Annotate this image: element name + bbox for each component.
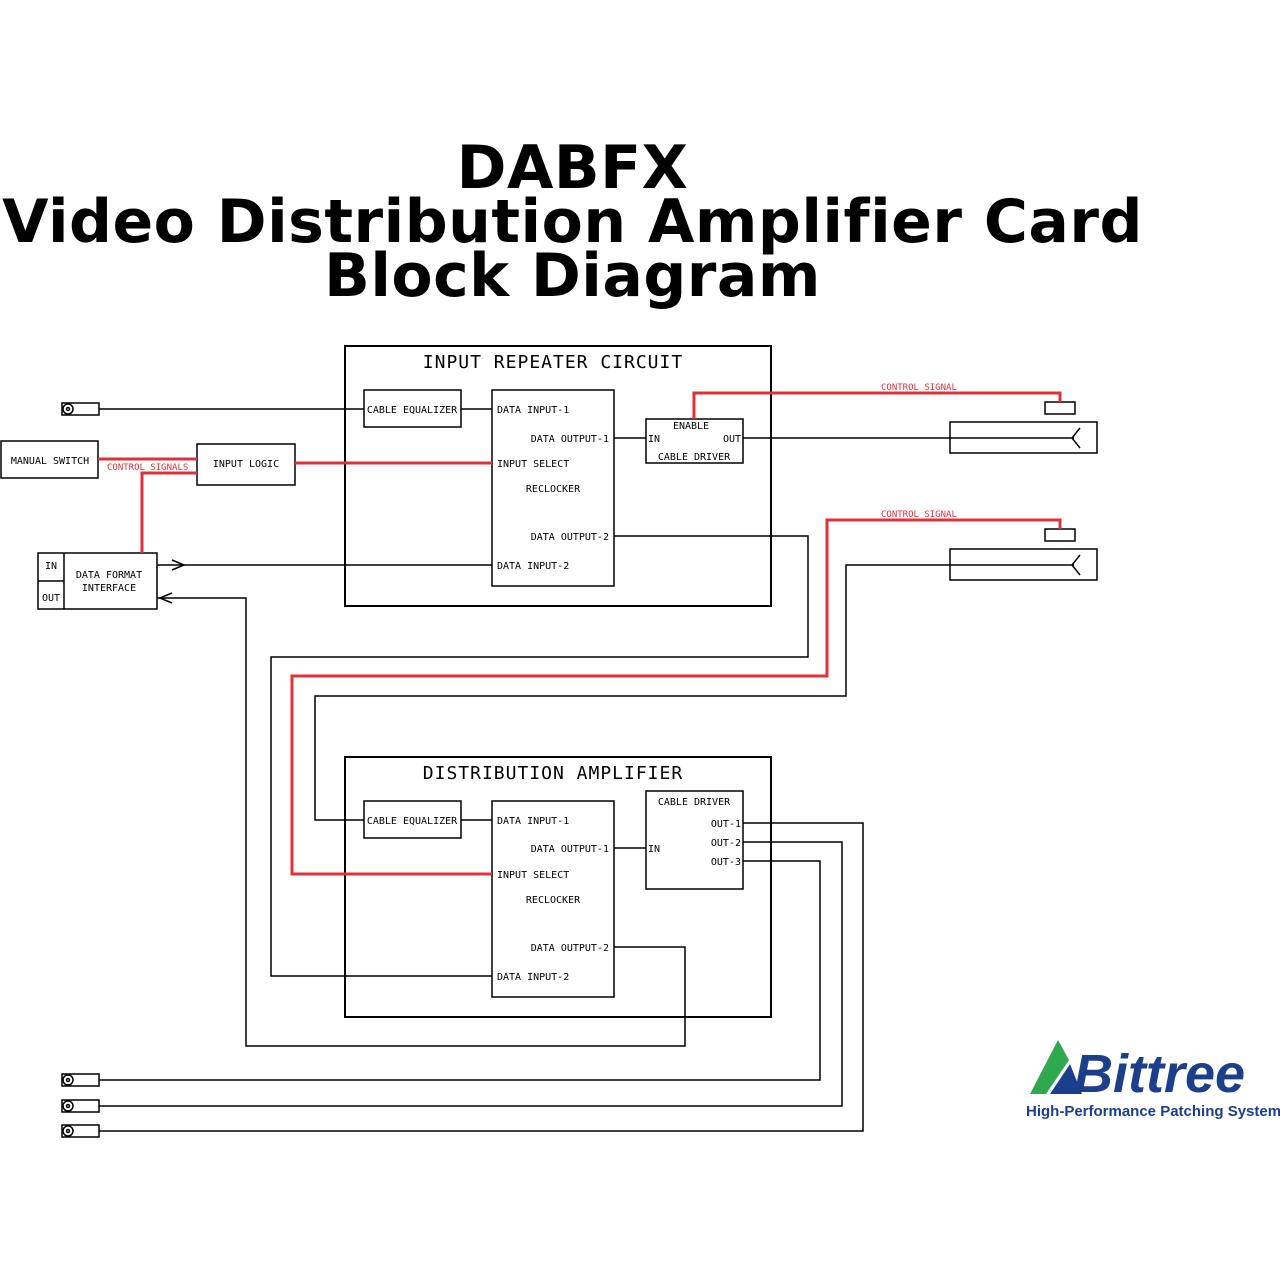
logo-tagline: High-Performance Patching Systems [1026,1103,1280,1120]
output-connector-3-icon [62,1125,74,1137]
ir-data-output-1-label: DATA OUTPUT-1 [531,434,609,445]
control-dfi-to-logic [140,471,197,553]
ir-driver-out-label: OUT [723,434,741,445]
right-output-connector-1-icon [950,427,1081,449]
control-signals-label: CONTROL SIGNALS [107,463,188,473]
dfi-out-label: OUT [42,593,60,604]
title-line-3: Block Diagram [324,241,821,311]
wire-out-1 [99,822,864,1132]
ir-data-output-2-label: DATA OUTPUT-2 [531,532,609,543]
ir-driver-in-label: IN [648,434,660,445]
da-data-output-2-label: DATA OUTPUT-2 [531,943,609,954]
ir-reclocker-label: RECLOCKER [526,484,581,495]
control-signal-2 [290,518,1062,876]
input-logic-label: INPUT LOGIC [213,459,279,470]
control-signal-label-2: CONTROL SIGNAL [881,510,957,520]
distribution-amplifier-title: DISTRIBUTION AMPLIFIER [423,763,683,784]
da-driver-in-label: IN [648,844,660,855]
dfi-label-line-2: INTERFACE [82,583,136,594]
ir-data-input-2-label: DATA INPUT-2 [497,561,569,572]
wire-right-connector-2-to-da [314,564,950,821]
da-data-output-1-label: DATA OUTPUT-1 [531,844,609,855]
da-cable-driver-label: CABLE DRIVER [658,797,731,808]
da-out-2-label: OUT-2 [711,838,741,849]
ir-cable-driver-label: CABLE DRIVER [658,452,731,463]
input-connector-body [61,402,100,416]
title-line-2: Video Distribution Amplifier Card [2,187,1143,257]
wire-da-output2-to-dfi-out [157,597,686,1047]
wire-out-3 [99,860,821,1081]
da-data-input-1-label: DATA INPUT-1 [497,816,569,827]
dfi-in-label: IN [45,561,57,572]
ir-reclocker-box [491,389,615,587]
output-connector-1-body [61,1073,100,1087]
input-connector-icon [62,403,74,415]
control-signal-1 [692,391,1062,419]
output-connector-2-body [61,1099,100,1113]
ir-data-input-1-label: DATA INPUT-1 [497,405,569,416]
ir-enable-label: ENABLE [673,421,709,432]
da-cable-driver-box [645,790,744,890]
right-enable-terminal-1 [1044,401,1076,415]
title-line-1: DABFX [456,133,689,203]
da-input-select-label: INPUT SELECT [497,870,569,881]
input-repeater-box [344,345,772,607]
output-connector-2-icon [62,1100,74,1112]
ir-input-select-label: INPUT SELECT [497,459,569,470]
da-reclocker-label: RECLOCKER [526,895,581,906]
ir-cable-equalizer-label: CABLE EQUALIZER [367,405,458,416]
wire-ir-output2-to-da-input2 [270,535,809,977]
bittree-logo-mark-icon [1030,1040,1069,1094]
bittree-logo: Bittree High-Performance Patching System… [1026,1040,1280,1120]
manual-switch-label: MANUAL SWITCH [11,456,89,467]
wire-out-2 [99,841,843,1107]
dfi-label-line-1: DATA FORMAT [76,570,142,581]
logo-wordmark: Bittree [1074,1044,1245,1104]
output-connector-3-body [61,1124,100,1138]
da-data-input-2-label: DATA INPUT-2 [497,972,569,983]
da-out-1-label: OUT-1 [711,819,741,830]
right-enable-terminal-2 [1044,528,1076,542]
da-out-3-label: OUT-3 [711,857,741,868]
right-output-connector-2-icon [950,554,1081,576]
da-cable-equalizer-label: CABLE EQUALIZER [367,816,458,827]
input-repeater-title: INPUT REPEATER CIRCUIT [423,352,683,373]
da-reclocker-box [491,800,615,998]
control-signal-label-1: CONTROL SIGNAL [881,383,957,393]
distribution-amplifier-box [344,756,772,1018]
output-connector-1-icon [62,1074,74,1086]
